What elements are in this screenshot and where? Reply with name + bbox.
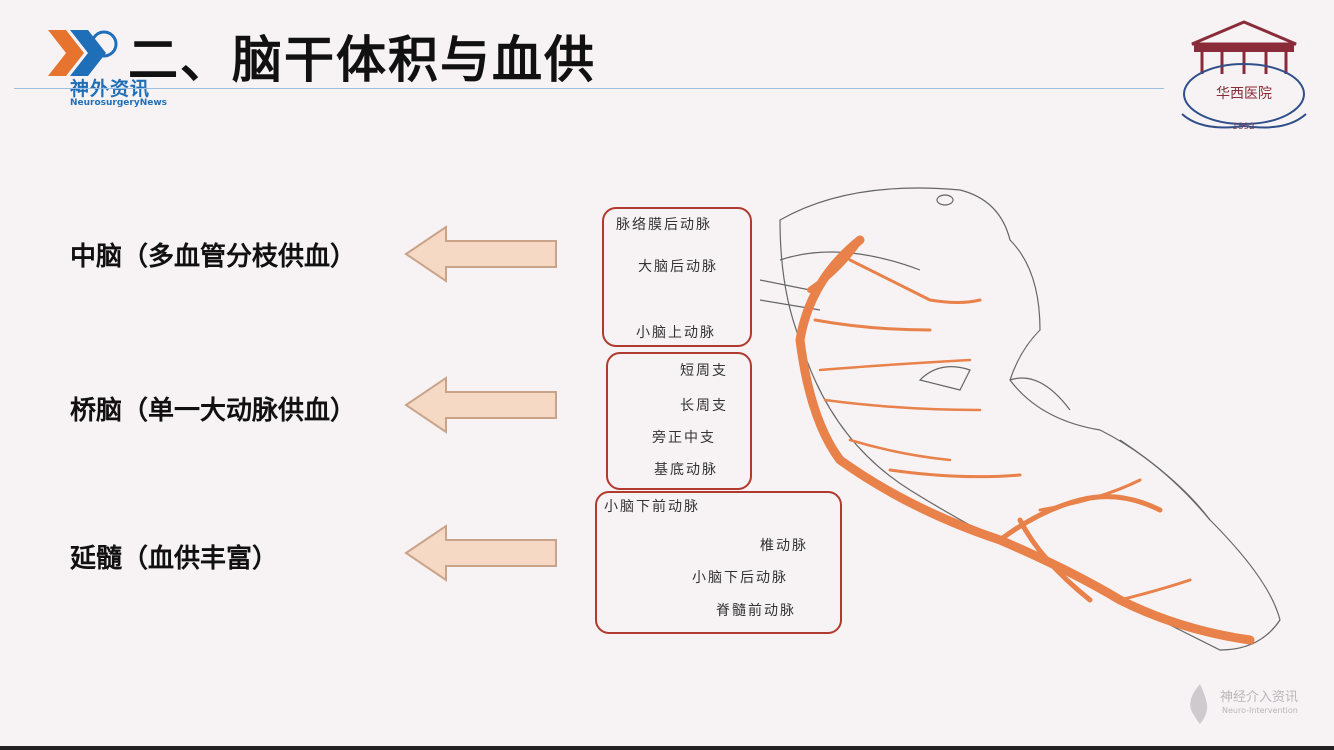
bottom-border bbox=[0, 746, 1334, 750]
crest-year: 1892 bbox=[1232, 122, 1255, 132]
svg-text:华西医院: 华西医院 bbox=[1216, 86, 1272, 102]
artery-group-box bbox=[595, 491, 842, 634]
artery-group-box bbox=[606, 352, 752, 490]
brand-logo-icon bbox=[48, 30, 118, 76]
watermark-text-en: Neuro-Intervention bbox=[1222, 706, 1298, 715]
artery-label: 旁正中支 bbox=[652, 430, 716, 446]
artery-label: 短周支 bbox=[680, 363, 728, 379]
brainstem-illustration bbox=[759, 187, 1281, 651]
artery-label: 脊髓前动脉 bbox=[716, 603, 796, 619]
slide-title: 二、脑干体积与血供 bbox=[128, 31, 596, 89]
hospital-crest-icon: 华西医院 bbox=[1181, 20, 1307, 129]
left-arrow-icon bbox=[404, 376, 557, 434]
artery-label: 基底动脉 bbox=[654, 462, 718, 478]
brand-name-en: NeurosurgeryNews bbox=[70, 98, 168, 108]
artery-label: 长周支 bbox=[680, 398, 728, 414]
artery-label: 大脑后动脉 bbox=[638, 259, 718, 275]
artery-group-box bbox=[602, 207, 752, 347]
row-midbrain-label: 中脑（多血管分枝供血） bbox=[70, 242, 357, 272]
row-pons-label: 桥脑（单一大动脉供血） bbox=[70, 396, 357, 426]
artery-label: 椎动脉 bbox=[760, 538, 808, 554]
artery-label: 小脑上动脉 bbox=[636, 325, 716, 341]
artery-label: 小脑下后动脉 bbox=[692, 570, 788, 586]
left-arrow-icon bbox=[404, 524, 557, 582]
brand-name: 神外资讯 bbox=[70, 78, 151, 100]
row-medulla-label: 延髓（血供丰富） bbox=[70, 544, 279, 574]
watermark-text: 神经介入资讯 bbox=[1220, 690, 1299, 705]
title-divider bbox=[14, 88, 1164, 89]
watermark-logo-icon bbox=[1190, 684, 1208, 724]
artery-label: 小脑下前动脉 bbox=[604, 499, 700, 515]
left-arrow-icon bbox=[404, 225, 557, 283]
artery-label: 脉络膜后动脉 bbox=[616, 217, 712, 233]
